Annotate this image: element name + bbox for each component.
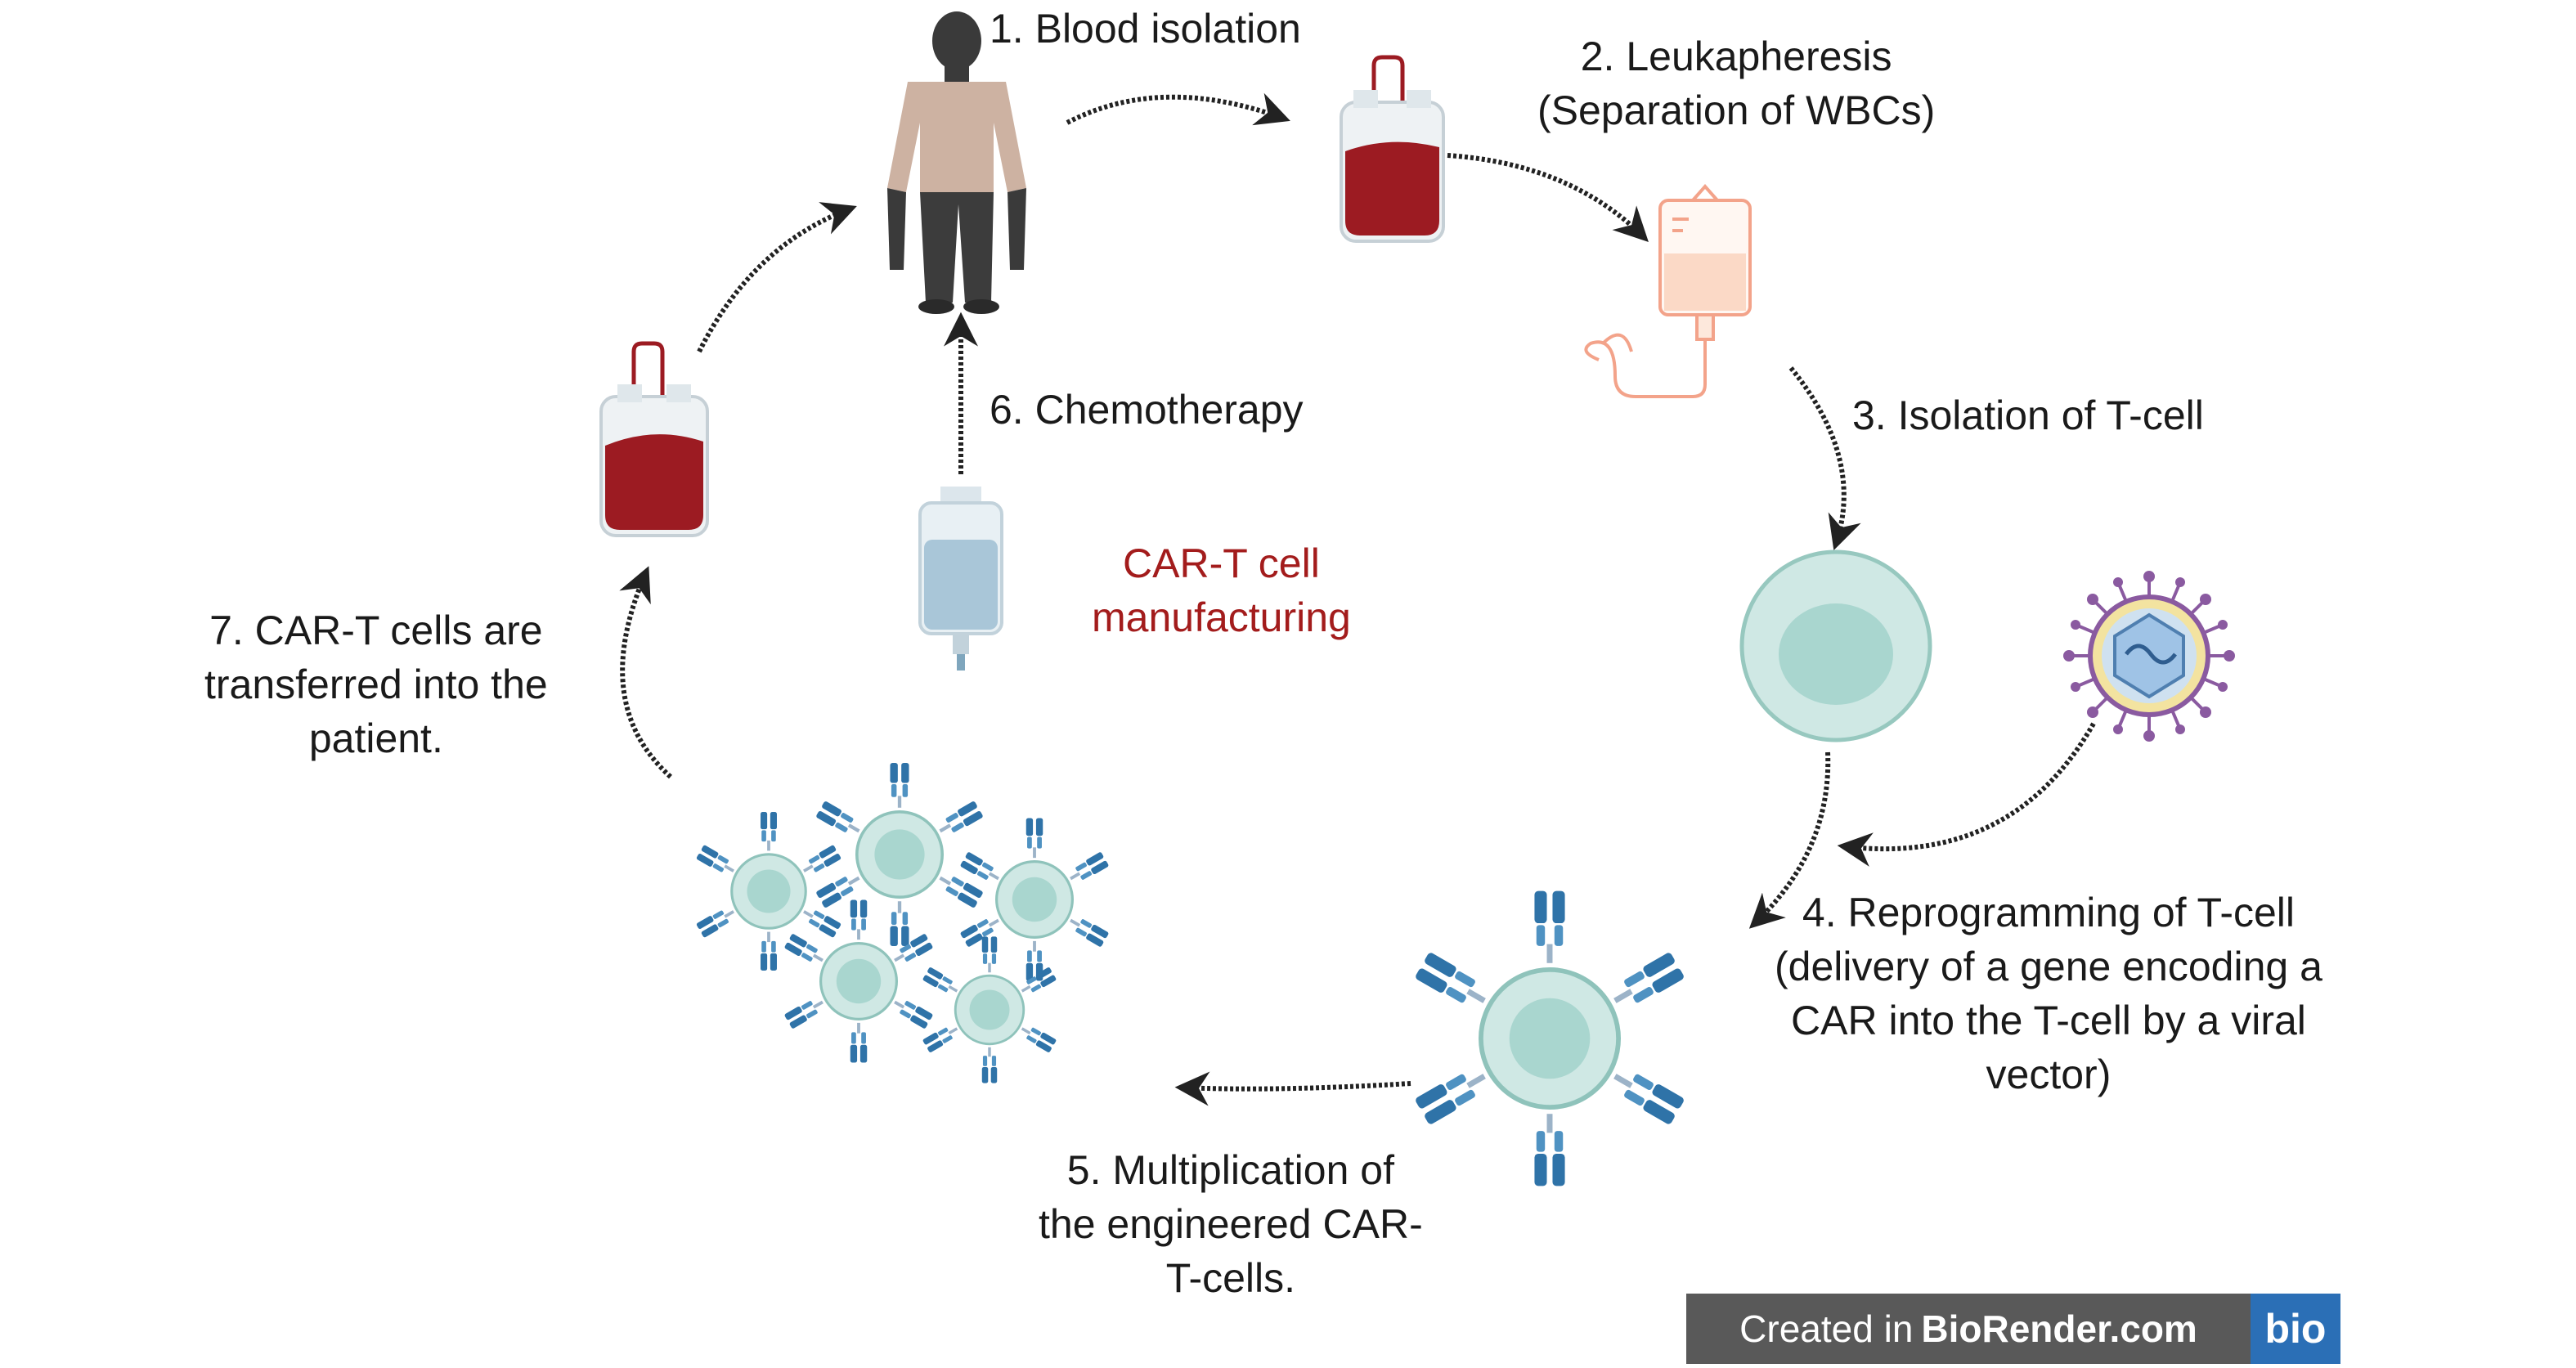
step-3-label: 3. Isolation of T-cell bbox=[1852, 392, 2204, 438]
arrow-7-to-1 bbox=[697, 202, 857, 353]
blood-bag-return-icon bbox=[599, 341, 709, 537]
arrow-4-to-5 bbox=[1174, 1071, 1411, 1106]
step-7-label: 7. CAR-T cells are transferred into the … bbox=[204, 608, 548, 761]
car-t-cell-icon bbox=[1415, 891, 1685, 1186]
arrow-t-cell-to-4 bbox=[1748, 751, 1831, 929]
arrow-5-to-7 bbox=[619, 566, 673, 779]
biorender-badge[interactable]: Created in BioRender.com bio bbox=[1686, 1294, 2340, 1364]
arrow-2-to-3 bbox=[1447, 153, 1649, 242]
step-1-label: 1. Blood isolation bbox=[990, 6, 1301, 52]
viral-vector-icon bbox=[2063, 571, 2235, 742]
biorender-logo-icon: bio bbox=[2251, 1294, 2340, 1364]
car-t-cell-cluster-icon bbox=[696, 763, 1109, 1083]
step-5-label: 5. Multiplication of the engineered CAR-… bbox=[1039, 1147, 1423, 1301]
badge-text: Created in BioRender.com bbox=[1686, 1294, 2251, 1364]
arrow-3-to-t-cell bbox=[1788, 366, 1861, 550]
step-6-label: 6. Chemotherapy bbox=[990, 387, 1304, 433]
person-icon bbox=[887, 11, 1026, 314]
leukapheresis-bag-icon bbox=[1584, 183, 1752, 398]
blood-bag-icon bbox=[1340, 55, 1445, 243]
arrow-1-to-2 bbox=[1066, 92, 1290, 126]
t-cell-icon bbox=[1739, 549, 1932, 742]
arrow-virus-to-4 bbox=[1837, 722, 2096, 867]
cycle-arrows bbox=[619, 92, 2096, 1106]
center-title: CAR-T cell manufacturing bbox=[1092, 540, 1351, 640]
step-4-label: 4. Reprogramming of T-cell (delivery of … bbox=[1775, 890, 2322, 1097]
step-2-label: 2. Leukapheresis (Separation of WBCs) bbox=[1537, 34, 1936, 133]
iv-bag-icon bbox=[918, 487, 1003, 671]
